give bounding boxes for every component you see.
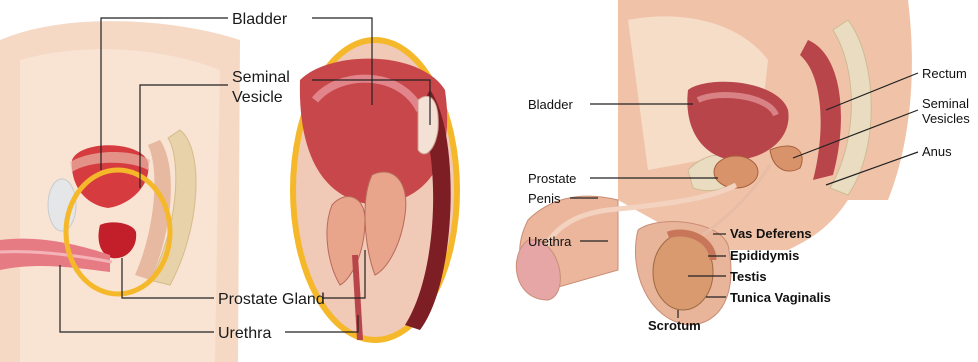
label-prostate: Prostate	[528, 171, 576, 186]
label-urethra: Urethra	[218, 325, 271, 342]
label-bladder: Bladder	[232, 11, 288, 28]
label-prostate-gland: Prostate Gland	[218, 291, 325, 308]
label-testis: Testis	[730, 269, 767, 284]
right-diagram-svg: Bladder Prostate Penis Urethra Rectum Se…	[508, 0, 978, 362]
left-prostate-diagram: Bladder Seminal Vesicle Prostate Gland U…	[0, 0, 492, 362]
prostate-organ	[714, 156, 758, 188]
label-seminal-vesicle-line1: Seminal	[232, 69, 290, 86]
label-seminal-vesicles-line2: Vesicles	[922, 111, 970, 126]
label-vas-deferens: Vas Deferens	[730, 226, 812, 241]
label-tunica-vaginalis: Tunica Vaginalis	[730, 290, 831, 305]
label-anus: Anus	[922, 144, 952, 159]
label-penis: Penis	[528, 191, 561, 206]
label-urethra: Urethra	[528, 234, 572, 249]
label-rectum: Rectum	[922, 66, 967, 81]
label-epididymis: Epididymis	[730, 248, 799, 263]
label-bladder: Bladder	[528, 97, 573, 112]
label-seminal-vesicle-line2: Vesicle	[232, 89, 283, 106]
label-scrotum: Scrotum	[648, 318, 701, 333]
left-diagram-svg: Bladder Seminal Vesicle Prostate Gland U…	[0, 0, 492, 362]
label-seminal-vesicles-line1: Seminal	[922, 96, 969, 111]
right-male-anatomy-diagram: Bladder Prostate Penis Urethra Rectum Se…	[508, 0, 978, 362]
